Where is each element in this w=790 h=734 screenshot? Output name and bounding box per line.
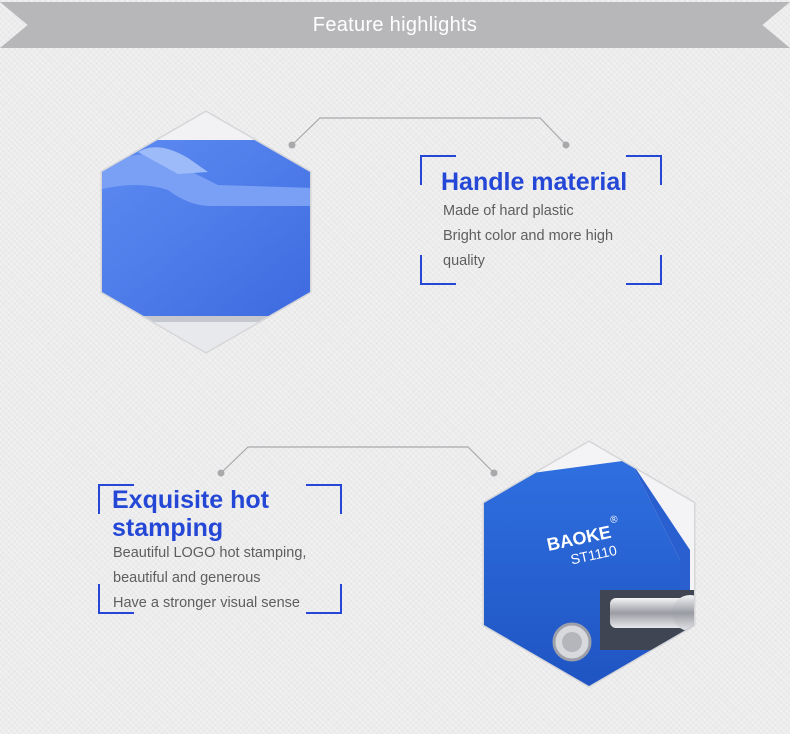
feature-title: stamping <box>112 514 224 542</box>
feature-title: Exquisite hot <box>112 486 269 514</box>
feature-line: Have a stronger visual sense <box>113 595 300 611</box>
feature-line: Made of hard plastic <box>443 203 574 219</box>
frame-corner <box>98 484 134 514</box>
section-title: Feature highlights <box>312 14 478 36</box>
feature-line: Beautiful LOGO hot stamping, <box>113 545 307 561</box>
frame-corner <box>420 155 456 185</box>
frame-corner <box>626 155 662 185</box>
frame-corner <box>626 255 662 285</box>
feature-title: Handle material <box>441 168 628 196</box>
section-header-banner <box>0 2 790 48</box>
frame-corner <box>98 584 134 614</box>
brand-registered-mark: ® <box>609 514 619 526</box>
logo-stamping-closeup-image: BAOKE ® ST1110 <box>480 440 698 688</box>
feature-line: beautiful and generous <box>113 570 261 586</box>
handle-closeup-image <box>98 110 314 354</box>
feature-hot-stamping: Exquisite hot stamping Beautiful LOGO ho… <box>98 484 342 614</box>
feature-line: Bright color and more high <box>443 228 614 244</box>
frame-corner <box>306 584 342 614</box>
frame-corner <box>420 255 456 285</box>
frame-corner <box>306 484 342 514</box>
feature-handle-material: Handle material Made of hard plastic Bri… <box>420 155 662 285</box>
feature-line: quality <box>443 253 485 269</box>
